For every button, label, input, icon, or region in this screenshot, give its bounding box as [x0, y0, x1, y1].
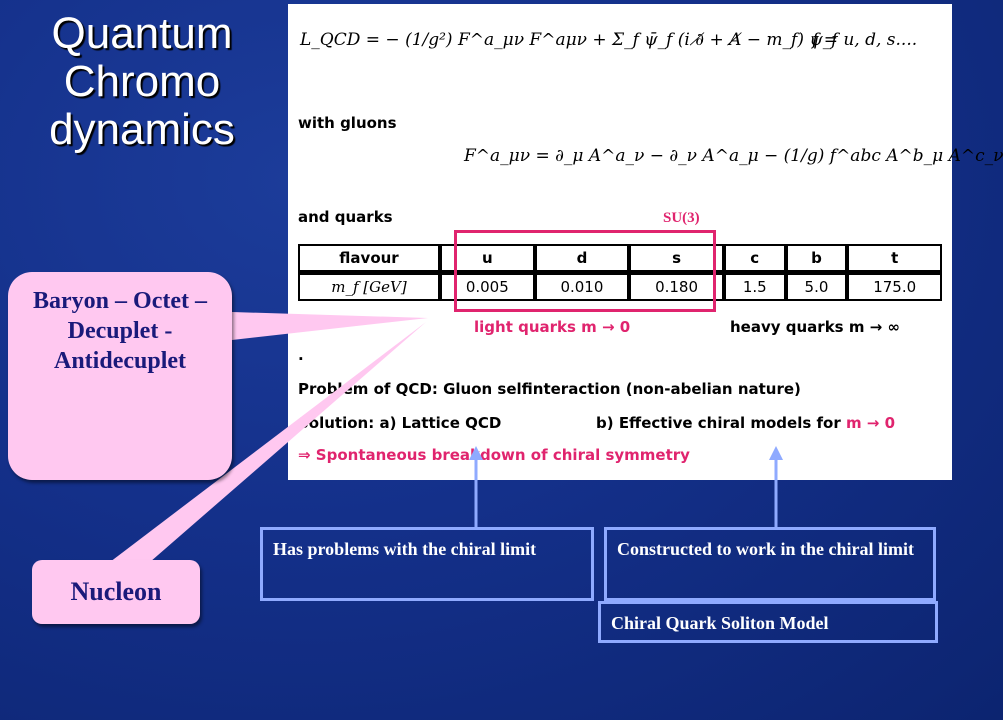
solution-b: b) Effective chiral models for m → 0 — [596, 414, 895, 432]
title-line-3: dynamics — [49, 105, 235, 154]
and-quarks-label: and quarks — [298, 208, 393, 226]
su3-highlight-box — [454, 230, 716, 312]
field-strength-equation: F^a_μν = ∂_μ A^a_ν − ∂_ν A^a_μ − (1/g) f… — [464, 146, 1003, 166]
quark-mass-table: flavour u d s c b t m_f [GeV] 0.005 0.01… — [298, 244, 942, 301]
heavy-quarks-label: heavy quarks m → ∞ — [730, 318, 900, 336]
callout-pointers — [110, 312, 783, 562]
table-cell: m_f [GeV] — [298, 273, 440, 301]
table-cell: 5.0 — [785, 273, 848, 301]
nucleon-callout: Nucleon — [32, 560, 200, 624]
table-header-cell: b — [785, 244, 848, 273]
table-header-cell: t — [847, 244, 942, 273]
solution-a: Solution: a) Lattice QCD — [298, 414, 502, 432]
table-header-cell: s — [629, 244, 724, 273]
solution-b-prefix: b) Effective chiral models for — [596, 414, 846, 432]
breakdown-line: ⇒ Spontaneous breakdown of chiral symmet… — [298, 446, 690, 464]
table-header-cell: d — [534, 244, 630, 273]
table-cell: 0.005 — [440, 273, 535, 301]
qcd-panel: L_QCD = − (1/g²) F^a_μν F^aμν + Σ_f ψ̄_f… — [288, 4, 1003, 480]
lagrangian-equation: L_QCD = − (1/g²) F^a_μν F^aμν + Σ_f ψ̄_f… — [300, 30, 838, 50]
table-header-cell: flavour — [298, 244, 440, 273]
lattice-note-box: Has problems with the chiral limit — [260, 527, 594, 601]
table-cell: 1.5 — [723, 273, 786, 301]
title-line-2: Chromo — [63, 57, 221, 106]
slide-title: Quantum Chromo dynamics — [24, 10, 260, 154]
baryon-callout: Baryon – Octet – Decuplet - Antidecuplet — [8, 272, 232, 480]
chiral-note-box: Constructed to work in the chiral limit — [604, 527, 936, 601]
table-row: m_f [GeV] 0.005 0.010 0.180 1.5 5.0 175.… — [298, 273, 942, 301]
separator-dot: . — [298, 346, 304, 364]
baryon-pointer — [232, 312, 428, 340]
solution-b-limit: m → 0 — [845, 414, 896, 432]
flavour-set: f = u, d, s.... — [812, 30, 918, 50]
table-cell: 0.010 — [534, 273, 630, 301]
model-box: Chiral Quark Soliton Model — [598, 601, 938, 643]
light-quarks-label: light quarks m → 0 — [474, 318, 631, 336]
chiral-arrow-head — [769, 446, 783, 460]
nucleon-pointer — [110, 322, 426, 562]
with-gluons-label: with gluons — [298, 114, 397, 132]
su3-label: SU(3) — [663, 210, 700, 226]
table-header-cell: c — [723, 244, 786, 273]
table-cell: 175.0 — [847, 273, 942, 301]
table-cell: 0.180 — [629, 273, 724, 301]
lattice-arrow-head — [469, 446, 483, 460]
problem-line: Problem of QCD: Gluon selfinteraction (n… — [298, 380, 801, 398]
table-header-cell: u — [440, 244, 535, 273]
table-row: flavour u d s c b t — [298, 244, 942, 273]
title-line-1: Quantum — [51, 9, 233, 58]
